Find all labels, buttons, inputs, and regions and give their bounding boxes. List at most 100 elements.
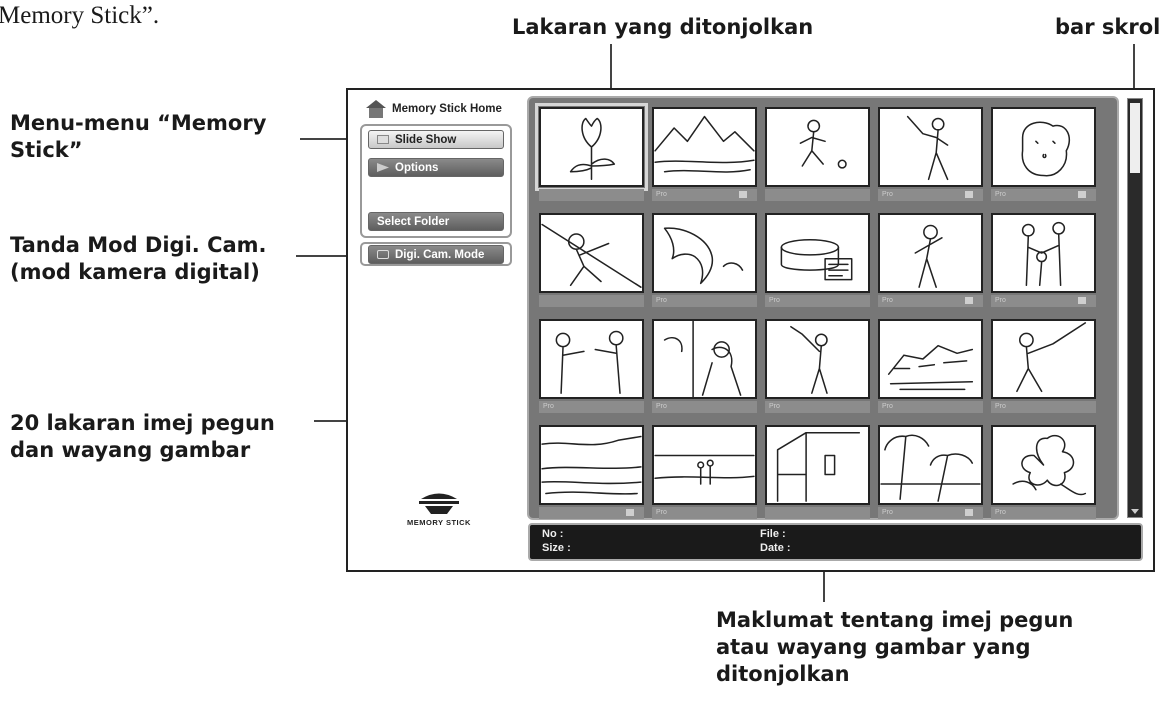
thumbnail-image[interactable] <box>878 425 983 505</box>
thumbnail-image[interactable] <box>765 319 870 399</box>
sketch-batter <box>1016 322 1087 393</box>
sketch-woman <box>914 224 943 288</box>
thumbnail-image[interactable] <box>765 213 870 293</box>
callout-digi-mark-line2: (mod kamera digital) <box>10 260 260 284</box>
thumbnail-5[interactable]: Pro <box>987 102 1098 208</box>
scrollbar-thumb[interactable] <box>1130 103 1140 173</box>
thumbnail-status-strip: Pro <box>991 401 1096 413</box>
thumbnail-image[interactable] <box>991 107 1096 187</box>
slideshow-icon <box>377 135 389 144</box>
slide-show-label: Slide Show <box>395 133 457 146</box>
thumbnail-image[interactable] <box>539 319 644 399</box>
thumbnail-strip-label: Pro <box>656 297 667 304</box>
thumbnail-status-strip: Pro <box>652 401 757 413</box>
leader-scrollbar <box>1133 44 1135 98</box>
thumbnail-4[interactable]: Pro <box>874 102 985 208</box>
thumbnail-3[interactable] <box>761 102 872 208</box>
info-size-label: Size : <box>542 542 571 554</box>
thumbnail-19[interactable]: Pro <box>874 420 985 526</box>
thumbnail-status-strip: Pro <box>991 189 1096 201</box>
sketch-baseball-batter <box>906 115 949 181</box>
thumbnail-10[interactable]: Pro <box>987 208 1098 314</box>
thumbnail-status-strip: Pro <box>765 295 870 307</box>
thumbnail-status-strip: Pro <box>991 507 1096 519</box>
intro-text: Memory Stick”. <box>0 2 160 29</box>
info-no-label: No : <box>542 528 564 540</box>
memory-stick-home[interactable]: Memory Stick Home <box>366 100 502 118</box>
thumbnail-image[interactable] <box>991 319 1096 399</box>
thumbnail-image[interactable] <box>765 107 870 187</box>
select-folder-label: Select Folder <box>377 215 450 228</box>
thumbnail-image[interactable] <box>878 107 983 187</box>
select-folder-button[interactable]: Select Folder <box>368 212 504 231</box>
thumbnail-20[interactable]: Pro <box>987 420 1098 526</box>
thumbnail-18[interactable] <box>761 420 872 526</box>
thumbnail-strip-label: Pro <box>995 403 1006 410</box>
slide-show-button[interactable]: Slide Show <box>368 130 504 149</box>
leader-highlighted <box>610 44 612 106</box>
thumbnail-status-strip <box>539 189 644 201</box>
thumbnail-7[interactable]: Pro <box>648 208 759 314</box>
thumbnail-16[interactable] <box>535 420 646 526</box>
sketch-pitcher <box>541 223 642 288</box>
thumbnail-12[interactable]: Pro <box>648 314 759 420</box>
protect-mark-icon <box>965 191 973 198</box>
thumbnail-strip-label: Pro <box>543 403 554 410</box>
thumbnail-image[interactable] <box>652 213 757 293</box>
thumbnail-image[interactable] <box>539 213 644 293</box>
thumbnail-strip-label: Pro <box>769 403 780 410</box>
camera-icon <box>377 250 389 259</box>
thumbnail-image[interactable] <box>991 425 1096 505</box>
callout-digi-mark-line1: Tanda Mod Digi. Cam. <box>10 233 267 257</box>
thumbnail-status-strip: Pro <box>878 295 983 307</box>
house-icon <box>366 100 386 118</box>
leader-menus <box>300 138 356 140</box>
sketch-boxing <box>555 330 624 394</box>
thumbnail-8[interactable]: Pro <box>761 208 872 314</box>
thumbnail-image[interactable] <box>652 425 757 505</box>
callout-digi-mark: Tanda Mod Digi. Cam. (mod kamera digital… <box>10 232 267 286</box>
thumbnail-11[interactable]: Pro <box>535 314 646 420</box>
thumbnail-image[interactable] <box>765 425 870 505</box>
leader-digi-mark <box>296 255 358 257</box>
memory-stick-logo-icon <box>419 493 459 514</box>
thumbnail-status-strip: Pro <box>652 295 757 307</box>
thumbnail-2[interactable]: Pro <box>648 102 759 208</box>
callout-info-line2: atau wayang gambar yang <box>716 635 1031 659</box>
thumbnail-status-strip <box>765 189 870 201</box>
thumbnail-14[interactable]: Pro <box>874 314 985 420</box>
protect-mark-icon <box>965 297 973 304</box>
callout-scrollbar: bar skrol <box>1055 15 1161 39</box>
thumbnail-image[interactable] <box>539 425 644 505</box>
thumbnail-15[interactable]: Pro <box>987 314 1098 420</box>
thumbnail-6[interactable] <box>535 208 646 314</box>
thumbnail-13[interactable]: Pro <box>761 314 872 420</box>
thumbnail-1[interactable] <box>535 102 648 208</box>
info-file-label: File : <box>760 528 786 540</box>
thumbnail-image[interactable] <box>652 319 757 399</box>
thumbnail-9[interactable]: Pro <box>874 208 985 314</box>
sketch-soccer <box>799 119 847 169</box>
digi-cam-mode-mark: Digi. Cam. Mode <box>360 242 512 266</box>
thumbnail-image[interactable] <box>652 107 757 187</box>
highlighted-thumbnail-image[interactable] <box>535 103 648 191</box>
sketch-house <box>776 431 861 502</box>
digi-cam-mode-button[interactable]: Digi. Cam. Mode <box>368 245 504 264</box>
thumbnail-strip-label: Pro <box>882 191 893 198</box>
callout-thumbnails: 20 lakaran imej pegun dan wayang gambar <box>10 410 275 464</box>
protect-mark-icon <box>965 509 973 516</box>
thumbnail-strip-label: Pro <box>882 509 893 516</box>
callout-thumbnails-line2: dan wayang gambar <box>10 438 251 462</box>
scroll-down-arrow-icon[interactable] <box>1131 509 1139 514</box>
callout-thumbnails-line1: 20 lakaran imej pegun <box>10 411 275 435</box>
thumbnail-image[interactable] <box>878 213 983 293</box>
sketch-palms <box>880 434 981 502</box>
thumbnail-image[interactable] <box>878 319 983 399</box>
thumbnail-17[interactable]: Pro <box>648 420 759 526</box>
scrollbar[interactable] <box>1127 98 1143 518</box>
sketch-cake <box>780 238 853 281</box>
thumbnail-image[interactable] <box>991 213 1096 293</box>
options-button[interactable]: Options <box>368 158 504 177</box>
sketch-hibiscus <box>1012 434 1087 496</box>
